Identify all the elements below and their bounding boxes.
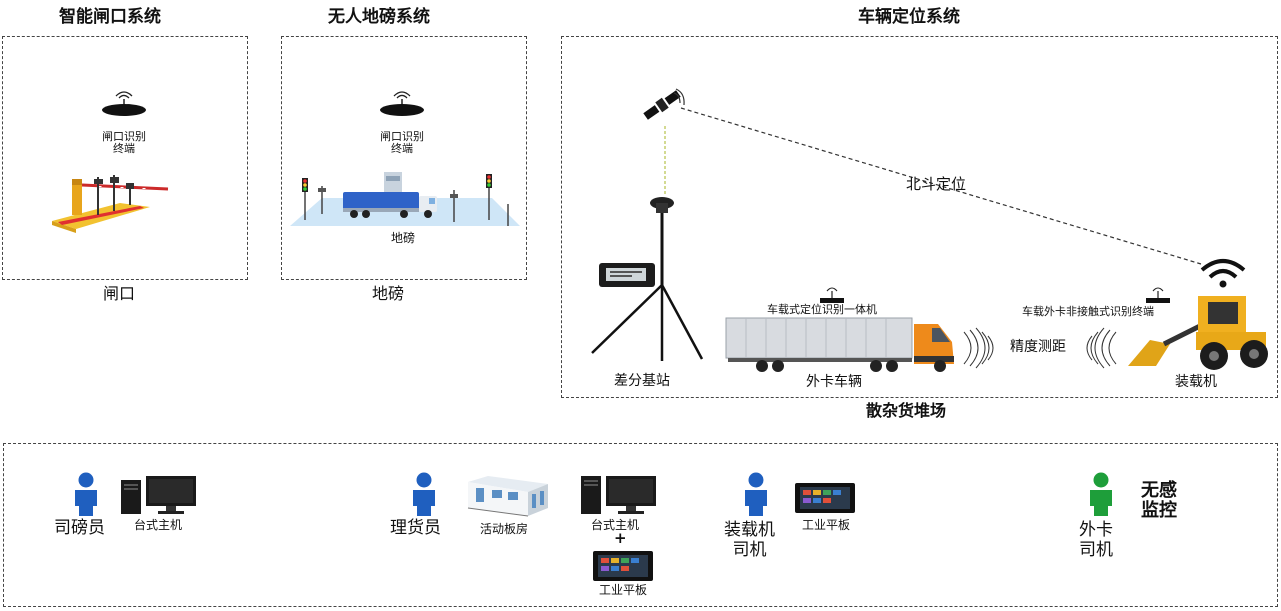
barrier-gate-icon — [50, 175, 175, 239]
gate-bottom-label: 闸口 — [103, 284, 136, 303]
weighbridge-device-label: 闸口识别 终端 — [380, 130, 424, 155]
loader-device-label: 车载外卡非接触式识别终端 — [1022, 305, 1154, 318]
person-icon — [410, 472, 438, 520]
equipment-label: 工业平板 — [599, 583, 648, 597]
loader-icon — [1126, 288, 1272, 378]
satellite-icon — [640, 85, 690, 131]
equipment-label: 工业平板 — [802, 518, 851, 532]
positioning-system-title: 车辆定位系统 — [858, 7, 960, 27]
external-truck-icon — [725, 316, 958, 378]
positioning-lines — [561, 36, 1278, 402]
signal-waves-right-icon — [1076, 326, 1120, 374]
person-icon — [72, 472, 100, 520]
weighbridge-system-title: 无人地磅系统 — [328, 7, 430, 27]
gate-system-box — [2, 36, 248, 280]
personnel-box — [3, 443, 1278, 607]
receiver-device-icon — [598, 262, 656, 292]
plus-sign: + — [614, 529, 627, 547]
external-truck-label: 外卡车辆 — [806, 374, 862, 390]
person-icon — [742, 472, 770, 520]
weighbridge-scene-label: 地磅 — [391, 231, 416, 245]
positioning-system-box — [561, 36, 1278, 398]
yard-label: 散杂货堆场 — [866, 401, 947, 420]
base-station-tripod-icon — [586, 193, 706, 367]
truck-device-icon — [818, 283, 846, 309]
industrial-tablet-icon — [592, 550, 654, 586]
gate-recognition-terminal-icon — [98, 86, 150, 122]
unattended-monitoring-note: 无感 监控 — [1141, 480, 1177, 521]
weighbridge-system-box — [281, 36, 527, 280]
weighbridge-recognition-terminal-icon — [376, 86, 428, 122]
role-label: 外卡 司机 — [1079, 520, 1113, 560]
beidou-label: 北斗定位 — [906, 175, 967, 193]
role-label: 司磅员 — [54, 518, 105, 538]
role-label: 装载机 司机 — [724, 520, 775, 560]
equipment-label: 台式主机 — [591, 518, 640, 532]
person-icon — [1087, 472, 1115, 520]
desktop-computer-icon — [120, 474, 198, 520]
loader-device-icon — [1144, 283, 1172, 309]
portable-cabin-icon — [466, 474, 550, 522]
wifi-signal-icon — [1198, 258, 1248, 292]
gate-device-label: 闸口识别 终端 — [102, 130, 146, 155]
signal-waves-left-icon — [960, 326, 1004, 374]
ranging-label: 精度测距 — [1010, 339, 1066, 355]
role-label: 理货员 — [390, 518, 441, 538]
weighbridge-bottom-label: 地磅 — [372, 284, 405, 303]
base-station-label: 差分基站 — [614, 373, 670, 389]
truck-device-label: 车载式定位识别一体机 — [767, 303, 877, 316]
weighbridge-scene-icon — [288, 164, 523, 236]
equipment-label: 台式主机 — [134, 518, 183, 532]
desktop-computer-icon — [580, 474, 658, 520]
gate-system-title: 智能闸口系统 — [59, 7, 161, 27]
equipment-label: 活动板房 — [480, 522, 529, 536]
industrial-tablet-icon — [794, 482, 856, 518]
loader-label: 装载机 — [1175, 374, 1217, 390]
